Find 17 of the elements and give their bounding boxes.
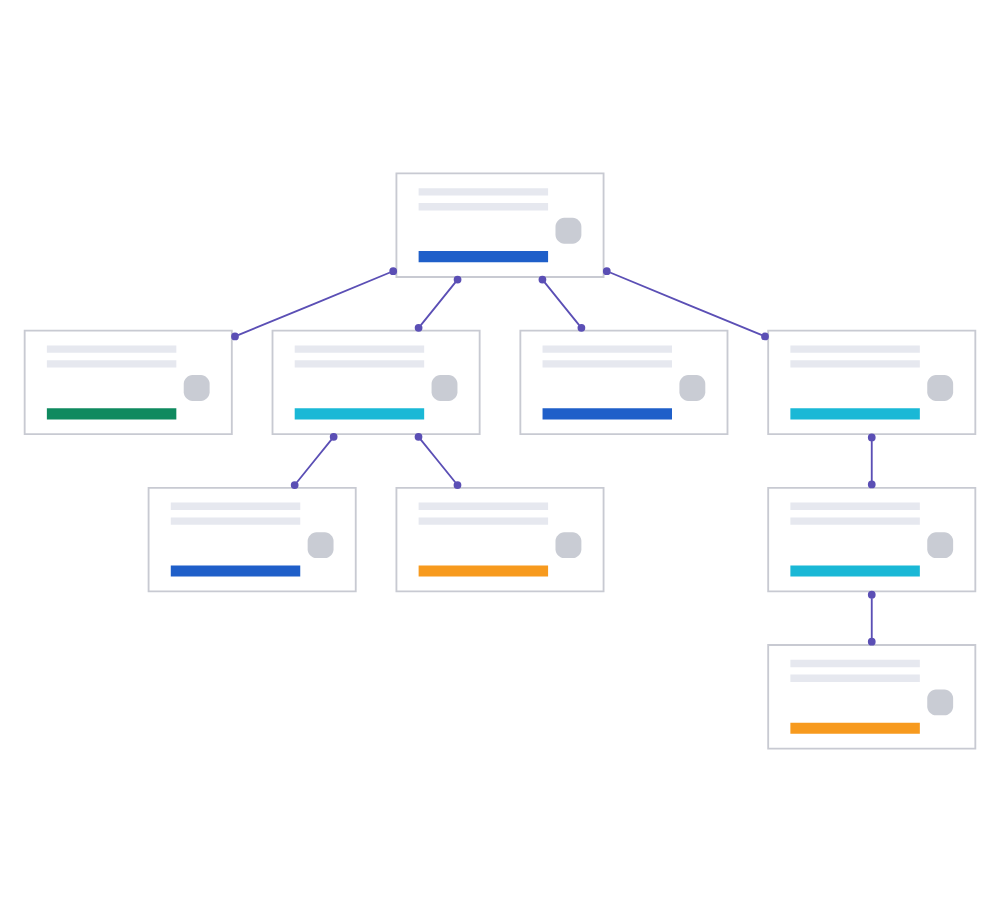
connector: [231, 266, 398, 340]
connector: [538, 274, 586, 331]
node-box: [147, 485, 357, 592]
node-box: [271, 328, 481, 435]
connector: [602, 266, 769, 340]
node-box: [395, 171, 605, 277]
connector: [867, 432, 876, 488]
node-box: [767, 485, 977, 592]
node-box: [767, 328, 977, 435]
node-box: [767, 643, 977, 749]
connector: [414, 431, 462, 488]
node-box: [519, 328, 729, 435]
node-box: [395, 485, 605, 592]
connector: [867, 589, 876, 645]
connector: [290, 431, 338, 488]
connector: [414, 274, 462, 331]
node-box: [23, 328, 233, 435]
